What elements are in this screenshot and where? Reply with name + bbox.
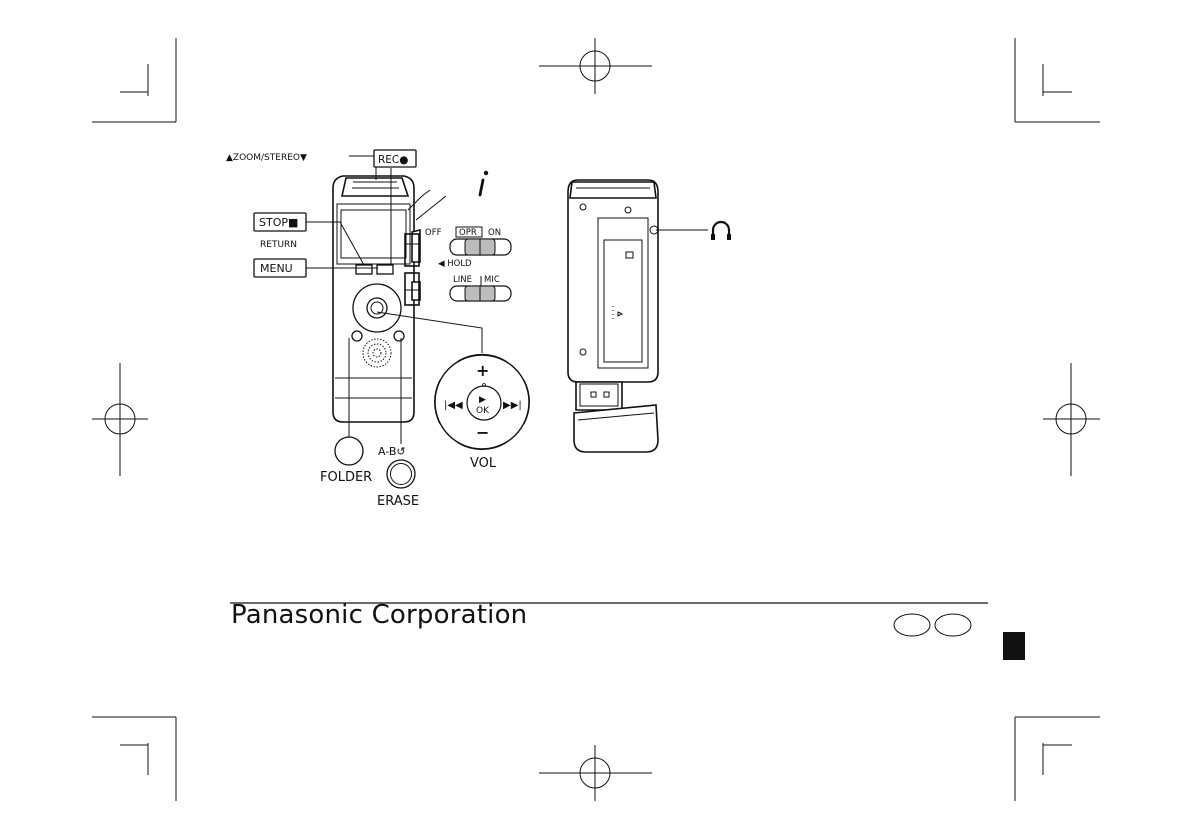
- recorder-back: [567, 179, 659, 453]
- line-label: LINE: [453, 275, 472, 285]
- recorder-front: [332, 175, 431, 423]
- ok-button[interactable]: [466, 385, 502, 421]
- stop-button-label: STOP■: [259, 216, 298, 229]
- hold-off-label: OFF: [425, 228, 442, 238]
- play-label: ▶: [479, 395, 486, 405]
- opr-box: [455, 226, 483, 238]
- folder-key-small[interactable]: [351, 330, 363, 342]
- crop-marks: [92, 38, 1100, 801]
- rec-button-label: REC●: [378, 154, 408, 166]
- rec-button[interactable]: [373, 149, 417, 168]
- menu-key[interactable]: [376, 264, 394, 275]
- nav-pad-enlarged[interactable]: [434, 353, 530, 451]
- erase-label: ERASE: [377, 494, 419, 509]
- code-oval-right: [934, 613, 972, 637]
- folder-button[interactable]: [334, 436, 364, 466]
- hold-opr-label: OPR: [459, 228, 477, 238]
- menu-button-label: MENU: [260, 262, 293, 275]
- return-label: RETURN: [260, 240, 297, 250]
- hold-switch[interactable]: [449, 238, 512, 256]
- registration-mark-right: [1043, 363, 1100, 476]
- mic-label: MIC: [484, 275, 500, 285]
- hold-switch-callout-box: [404, 233, 420, 267]
- stop-key[interactable]: [355, 264, 373, 275]
- input-switch[interactable]: [449, 285, 512, 302]
- company-name: Panasonic Corporation: [231, 600, 528, 630]
- hold-on-label: ON: [488, 228, 501, 238]
- hold-label: ◀ HOLD: [438, 259, 472, 269]
- input-switch-callout-box: [404, 272, 420, 306]
- stop-button[interactable]: [253, 212, 307, 232]
- registration-mark-bottom: [539, 745, 652, 801]
- ok-key-small[interactable]: [366, 297, 388, 319]
- ab-repeat-label: A-B↺: [378, 445, 406, 458]
- skip-forward-label: ▶▶|: [503, 400, 522, 411]
- menu-button[interactable]: [253, 258, 307, 278]
- registration-mark-top: [539, 38, 652, 94]
- info-icon: [478, 170, 489, 197]
- registration-mark-left: [92, 363, 148, 476]
- vol-minus-label: −: [476, 423, 489, 442]
- erase-button[interactable]: [386, 459, 416, 489]
- headphones-icon: [711, 220, 731, 240]
- page-tab-marker: [1003, 632, 1025, 660]
- ok-label: OK: [476, 406, 490, 416]
- folder-label: FOLDER: [320, 470, 372, 485]
- vol-plus-label: +: [476, 361, 489, 380]
- vol-label: VOL: [470, 456, 497, 471]
- skip-back-label: |◀◀: [444, 400, 463, 411]
- zoom-stereo-label: ▲ZOOM/STEREO▼: [226, 153, 307, 163]
- erase-key-small[interactable]: [393, 330, 405, 342]
- code-oval-left: [893, 613, 931, 637]
